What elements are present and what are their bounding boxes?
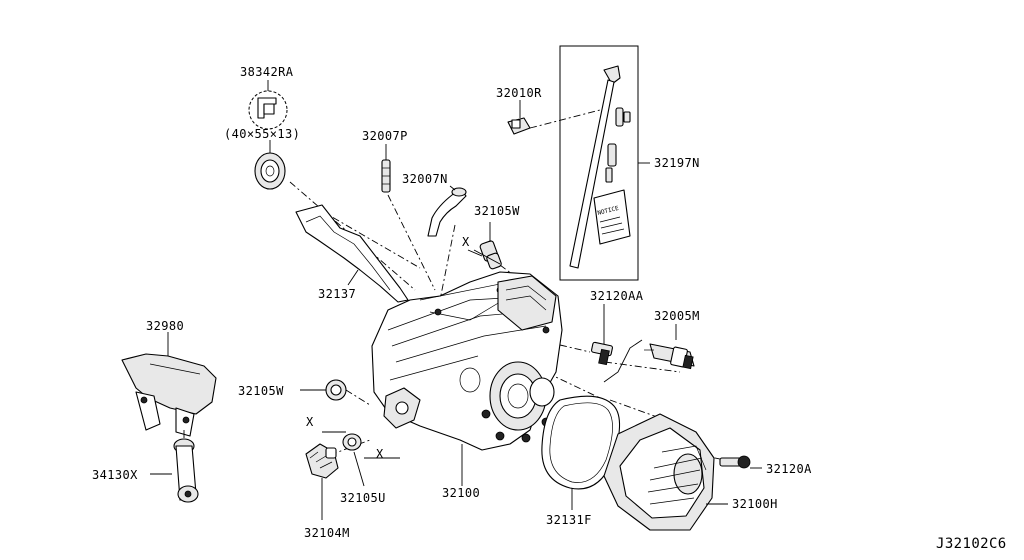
label-32197N: 32197N (654, 156, 700, 170)
bushing-32105W-left (325, 379, 347, 401)
label-32120A: 32120A (766, 462, 812, 476)
label-32137: 32137 (318, 287, 356, 301)
lever-34130X (173, 438, 199, 503)
label-38342RA: 38342RA (240, 65, 294, 79)
label-32980: 32980 (146, 319, 184, 333)
label-32100H: 32100H (732, 497, 778, 511)
oil-seal-ring (254, 152, 286, 190)
bracket-32980 (121, 353, 217, 437)
label-32105W-left: 32105W (238, 384, 284, 398)
label-32131F: 32131F (546, 513, 592, 527)
gear-32104M (305, 443, 339, 479)
dipstick-kit-frame (559, 45, 639, 281)
sensor-32005M (644, 343, 695, 370)
label-32005M: 32005M (654, 309, 700, 323)
pin-32007P (381, 159, 391, 193)
bolt-32120A (719, 455, 751, 469)
label-32007P: 32007P (362, 129, 408, 143)
label-32100: 32100 (442, 486, 480, 500)
washer-32105U (342, 433, 362, 451)
label-34130X: 34130X (92, 468, 138, 482)
extension-housing-32100H (603, 413, 715, 531)
label-32010R: 32010R (496, 86, 542, 100)
label-38342RA-dimensions: (40×55×13) (224, 127, 300, 141)
diagram-code: J32102C6 (936, 536, 1007, 552)
part-32010R (507, 117, 531, 135)
transmission-case-32100 (371, 271, 563, 451)
label-32105W-top: 32105W (474, 204, 520, 218)
label-32007N: 32007N (402, 172, 448, 186)
label-32105U: 32105U (340, 491, 386, 505)
gasket-32131F (541, 395, 621, 490)
notice-tag: NOTICE (593, 189, 631, 245)
label-32120AA: 32120AA (590, 289, 644, 303)
gasket-32137 (295, 204, 409, 303)
x-marker-top: X (462, 235, 470, 249)
seal-38342RA-icon (248, 90, 288, 130)
bolt-32120AA (591, 341, 613, 366)
x-marker-right: X (376, 447, 384, 461)
label-32104M: 32104M (304, 526, 350, 540)
x-marker-left: X (306, 415, 314, 429)
dipstick-32197N (569, 65, 631, 269)
breather-tube-32007N (427, 187, 467, 237)
assembly-dashed-lines (289, 109, 736, 463)
